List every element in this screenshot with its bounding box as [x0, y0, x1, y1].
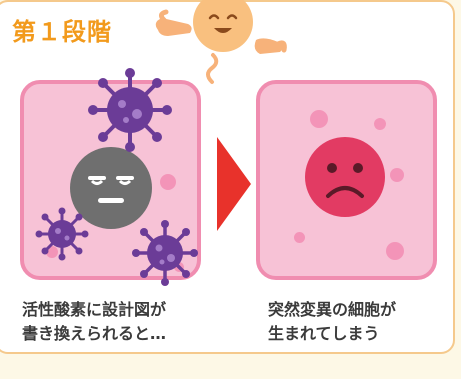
- cell-dot: [390, 168, 404, 182]
- virus-icon: [35, 207, 89, 261]
- cell-dot: [374, 118, 386, 130]
- left-caption-line1: 活性酸素に設計図が: [22, 300, 167, 319]
- virus-icon: [132, 220, 198, 286]
- sad-face-icon: [305, 137, 385, 217]
- cell-dot: [386, 242, 404, 260]
- stage-title: 第１段階: [12, 18, 112, 46]
- mutated-cell: [256, 80, 437, 280]
- right-caption-line2: 生まれてしまう: [268, 324, 380, 343]
- gray-face-icon: [70, 147, 152, 229]
- left-caption-line2: 書き換えられると…: [22, 324, 167, 343]
- cell-dot: [310, 110, 328, 128]
- virus-icon: [88, 68, 172, 152]
- left-caption: 活性酸素に設計図が 書き換えられると…: [22, 298, 166, 346]
- cell-dot: [294, 232, 305, 243]
- right-caption: 突然変異の細胞が 生まれてしまう: [268, 298, 396, 346]
- right-caption-line1: 突然変異の細胞が: [268, 300, 397, 319]
- cell-dot: [160, 174, 176, 190]
- right-arrow-icon: [217, 137, 251, 231]
- sun-mascot-icon: [155, 0, 287, 84]
